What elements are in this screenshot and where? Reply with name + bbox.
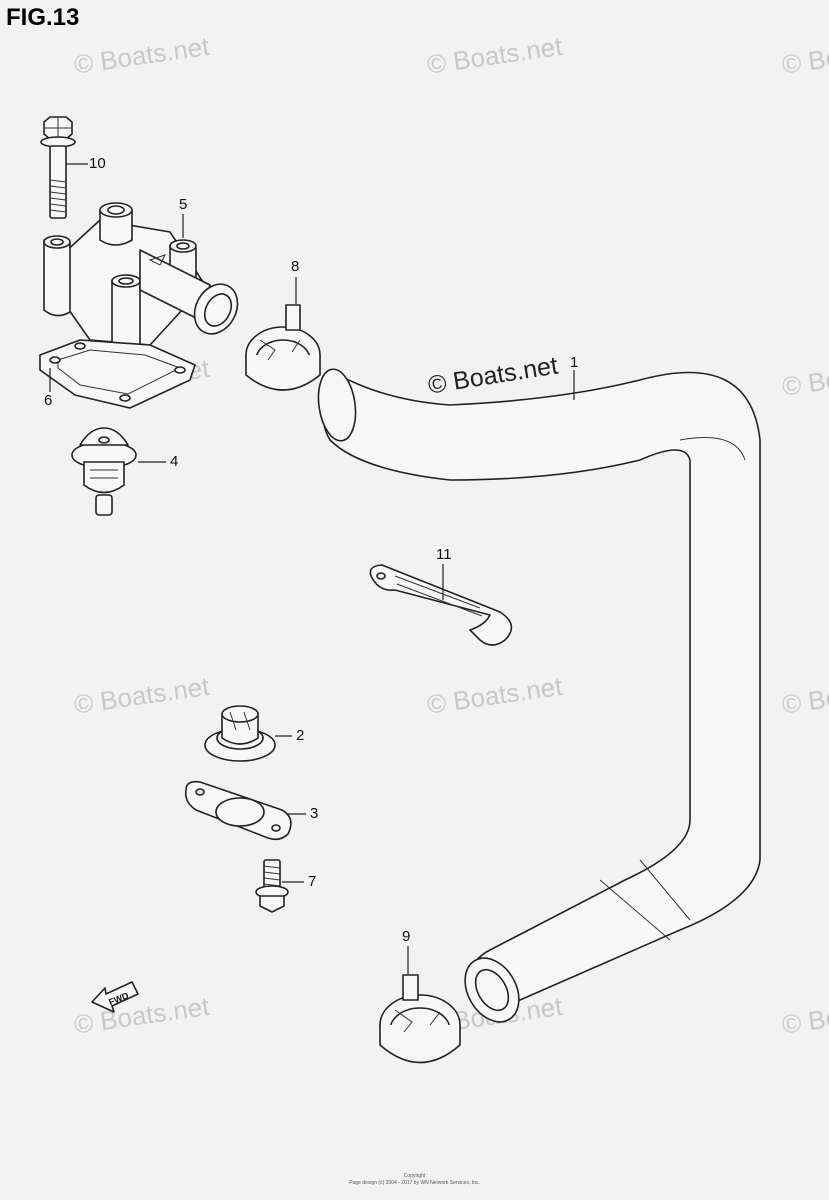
- bolt-part-10: [40, 116, 76, 219]
- callout-2: 2: [296, 727, 305, 744]
- forward-direction-arrow: [91, 981, 139, 1013]
- thermostat-part-4: [71, 427, 137, 516]
- callout-1: 1: [570, 354, 579, 371]
- callout-11: 11: [436, 546, 452, 563]
- callout-10: 10: [89, 155, 106, 172]
- callout-9: 9: [402, 928, 411, 945]
- callout-8: 8: [291, 258, 300, 275]
- hose-clamp-part-8: [245, 304, 321, 391]
- hose-clamp-part-9: [379, 974, 461, 1064]
- figure-title: FIG.13: [6, 4, 80, 31]
- cap-part-2: [204, 705, 276, 762]
- footer-page-design: Page design (c) 2004 - 2017 by WN Networ…: [349, 1180, 480, 1186]
- thermostat-cover-part-5: [43, 202, 239, 368]
- callout-7: 7: [308, 873, 317, 890]
- callout-6: 6: [44, 392, 53, 409]
- gasket-part-3: [184, 780, 292, 841]
- callout-3: 3: [310, 805, 319, 822]
- hose-band-part-11: [369, 564, 513, 646]
- callout-5: 5: [179, 196, 188, 213]
- footer-copyright: Copyright: [403, 1173, 426, 1179]
- gasket-part-6: [39, 339, 196, 409]
- hose-part-1: [317, 368, 761, 1023]
- bolt-part-7: [255, 859, 289, 913]
- callout-4: 4: [170, 453, 179, 470]
